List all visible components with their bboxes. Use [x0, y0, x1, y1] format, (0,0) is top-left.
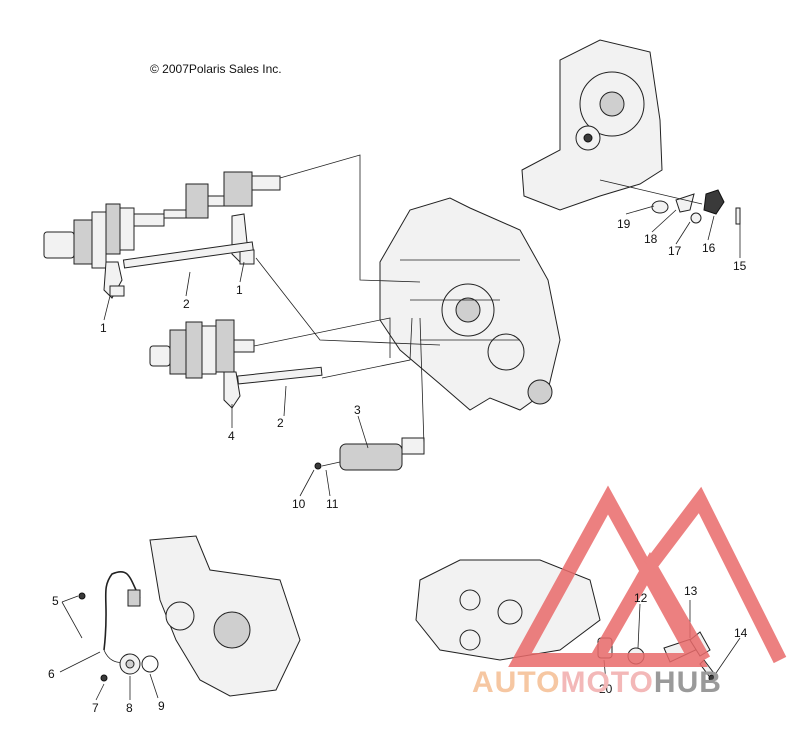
callout-label: 3	[354, 403, 361, 417]
shift-fork-1b	[231, 213, 255, 265]
callout-label: 11	[326, 497, 339, 511]
callout-label: 2	[183, 297, 190, 311]
main-shaft-assembly	[43, 171, 281, 269]
callout-label: 17	[668, 244, 682, 258]
callout-leaders	[59, 205, 741, 701]
ref-line-drum	[419, 317, 425, 447]
callout-label: 9	[158, 699, 165, 713]
engine-case-lower-left	[149, 535, 301, 697]
callout-label: 12	[634, 591, 648, 605]
crankcase-half	[379, 197, 561, 411]
callout-label: 20	[599, 682, 613, 696]
watermark-auto: AUTO	[472, 666, 561, 699]
callout-label: 19	[617, 217, 631, 231]
shift-drum	[314, 437, 425, 471]
callout-label: 5	[52, 594, 59, 608]
callout-label: 2	[277, 416, 284, 430]
watermark-wordmark: AUTOMOTOHUB	[472, 666, 722, 700]
counter-shaft-assembly	[149, 319, 255, 379]
callout-label: 18	[644, 232, 658, 246]
callout-label: 10	[292, 497, 306, 511]
watermark-moto: MOTO	[560, 666, 654, 699]
callout-label: 15	[733, 259, 747, 273]
shift-fork-4	[223, 371, 241, 409]
stator-housing	[521, 39, 663, 211]
ref-line-rod	[321, 317, 413, 379]
callout-label: 8	[126, 701, 133, 715]
fork-rod-upper	[122, 241, 254, 269]
ref-line-housing	[599, 179, 703, 205]
callout-label: 7	[92, 701, 99, 715]
watermark-hub: HUB	[653, 666, 722, 699]
callout-label: 1	[236, 283, 243, 297]
callout-label: 1	[100, 321, 107, 335]
ref-line-fork	[255, 257, 441, 346]
ref-line-counter	[253, 317, 391, 358]
callout-label: 14	[734, 626, 748, 640]
sensor-harness	[78, 571, 159, 682]
fork-rod-lower	[237, 366, 323, 385]
ref-line-main	[279, 154, 421, 283]
callout-label: 16	[702, 241, 716, 255]
small-parts-group	[651, 189, 741, 225]
callout-label: 13	[684, 584, 698, 598]
copyright-text: © 2007Polaris Sales Inc.	[150, 62, 282, 76]
watermark-logo-mark	[508, 485, 787, 667]
callout-label: 4	[228, 429, 235, 443]
callout-label: 6	[48, 667, 55, 681]
shift-fork-1a	[103, 261, 125, 299]
